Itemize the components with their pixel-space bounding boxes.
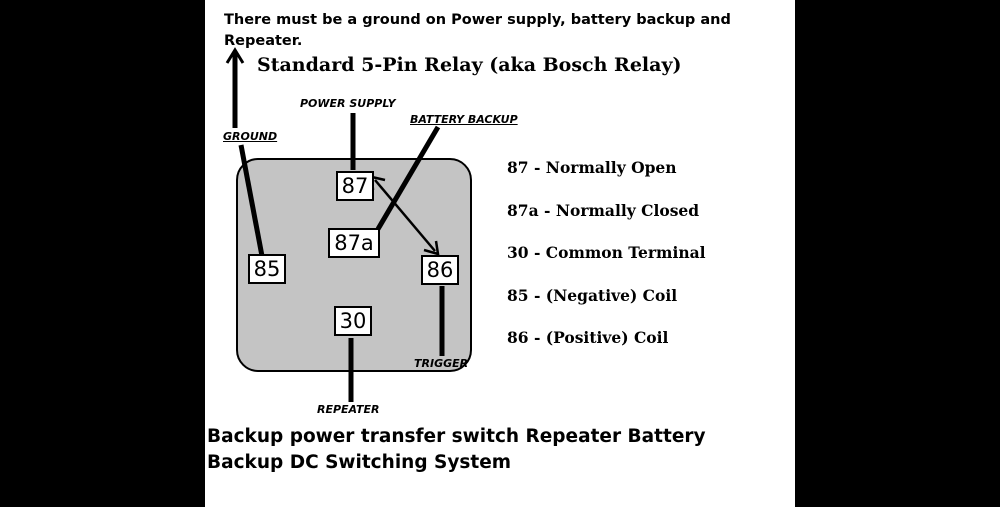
- diagram-canvas: There must be a ground on Power supply, …: [205, 0, 795, 507]
- caption: Backup power transfer switch Repeater Ba…: [207, 426, 706, 473]
- ground-arrow-head: [225, 47, 245, 64]
- pin-85: 85: [248, 254, 286, 284]
- legend-item-85: 85 - (Negative) Coil: [507, 285, 678, 305]
- diagram-title: Standard 5-Pin Relay (aka Bosch Relay): [257, 54, 682, 76]
- switch-arrow-head-bottom: [423, 240, 440, 256]
- pin-87: 87: [336, 171, 374, 201]
- legend-item-87: 87 - Normally Open: [507, 158, 677, 177]
- legend-item-87a: 87a - Normally Closed: [507, 200, 700, 220]
- battery-backup-wire: [375, 125, 441, 231]
- power-supply-label: POWER SUPPLY: [300, 97, 396, 110]
- trigger-label: TRIGGER: [414, 357, 469, 370]
- pin-legend: 87 - Normally Open 87a - Normally Closed…: [507, 158, 706, 371]
- switch-arrow: [374, 179, 436, 252]
- ground-wire: [238, 144, 265, 257]
- battery-backup-label: BATTERY BACKUP: [410, 113, 518, 126]
- ground-label: GROUND: [223, 130, 278, 143]
- pin-30: 30: [334, 306, 372, 336]
- repeater-label: REPEATER: [317, 403, 380, 416]
- wiring-lines: [225, 47, 445, 402]
- legend-item-30: 30 - Common Terminal: [507, 243, 706, 262]
- pin-86: 86: [421, 255, 459, 285]
- legend-item-86: 86 - (Positive) Coil: [507, 328, 669, 347]
- pin-87a: 87a: [328, 228, 380, 258]
- ground-note: There must be a ground on Power supply, …: [224, 12, 731, 49]
